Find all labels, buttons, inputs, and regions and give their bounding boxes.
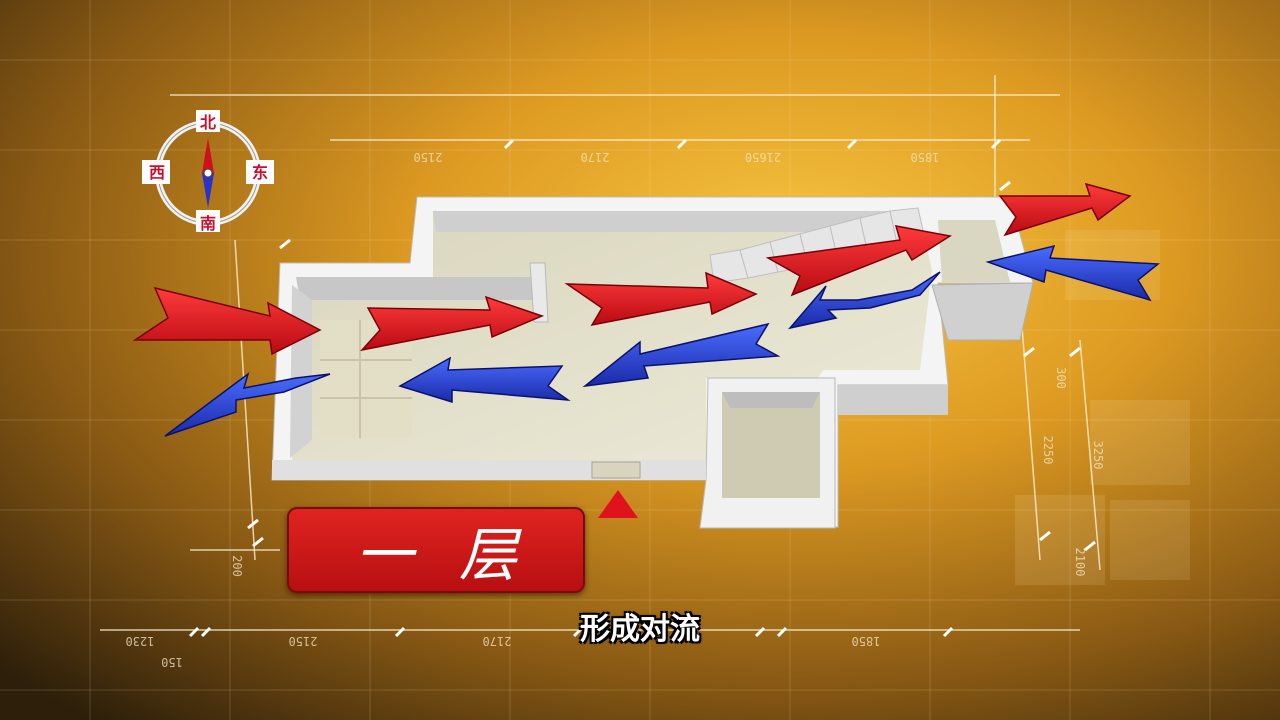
video-subtitle: 形成对流 <box>580 612 700 647</box>
compass-south-label: 南 <box>200 214 216 233</box>
dim-top-3: 21650 <box>745 150 781 164</box>
dim-top-4: 1850 <box>911 150 940 164</box>
red-arrow-3 <box>564 271 758 327</box>
dimension-texts-bottom: 1230 2150 2170 1850 150 200 <box>126 555 881 669</box>
right-outer-face <box>838 385 948 415</box>
red-arrow-2 <box>359 295 545 352</box>
blue-arrow-2 <box>787 271 941 330</box>
dimension-ticks <box>188 138 1096 638</box>
dim-right-2: 2250 <box>1041 436 1055 465</box>
blue-arrow-3 <box>582 322 781 388</box>
compass-east-label: 东 <box>252 163 268 182</box>
dim-top-1: 2150 <box>414 150 443 164</box>
dim-bottom-2: 2150 <box>289 634 318 648</box>
back-wall-upper <box>433 211 920 232</box>
back-wall-left-room <box>296 277 540 300</box>
cool-air-arrows <box>164 244 1161 437</box>
left-inner-wall <box>290 285 312 458</box>
dimension-texts-top: 2150 2170 21650 1850 <box>414 150 940 164</box>
dim-bottom-small: 150 <box>161 655 183 669</box>
dim-right-3: 3250 <box>1091 441 1105 470</box>
compass-north-label: 北 <box>200 113 216 132</box>
dim-bottom-4: 1850 <box>852 634 881 648</box>
small-room-floor <box>722 392 820 498</box>
blue-arrow-1 <box>985 244 1161 302</box>
red-arrow-1 <box>132 286 322 356</box>
triangle-marker-icon <box>598 490 638 518</box>
partition-wall <box>529 262 549 323</box>
compass-needle-north <box>202 138 214 173</box>
dim-right-4: 2100 <box>1073 548 1087 577</box>
warm-air-arrows <box>132 182 1132 356</box>
dim-right-1: 300 <box>1054 367 1068 389</box>
small-room-inner-wall <box>722 392 820 408</box>
dim-left-vertical: 200 <box>230 555 244 577</box>
dim-bottom-1: 1230 <box>126 634 155 648</box>
floor-label-text: 一层 <box>354 521 563 589</box>
dim-top-2: 2170 <box>581 150 610 164</box>
compass-icon: 北 南 西 东 <box>142 110 274 233</box>
blue-arrow-4 <box>398 356 571 404</box>
floor-label-badge: 一层 <box>287 507 585 593</box>
dimension-texts-right: 300 2250 3250 2100 <box>1041 367 1105 576</box>
compass-west-label: 西 <box>149 163 165 182</box>
dim-bottom-3: 2170 <box>483 634 512 648</box>
dimension-lines <box>100 75 1101 631</box>
compass-needle-south <box>202 173 214 208</box>
front-door <box>591 461 641 479</box>
east-wall-block <box>931 282 1034 341</box>
red-arrow-4 <box>765 225 953 297</box>
blue-arrow-5 <box>164 372 331 437</box>
red-arrow-5 <box>998 182 1132 237</box>
front-wall-face <box>272 460 706 480</box>
east-annex-floor <box>938 220 1010 282</box>
